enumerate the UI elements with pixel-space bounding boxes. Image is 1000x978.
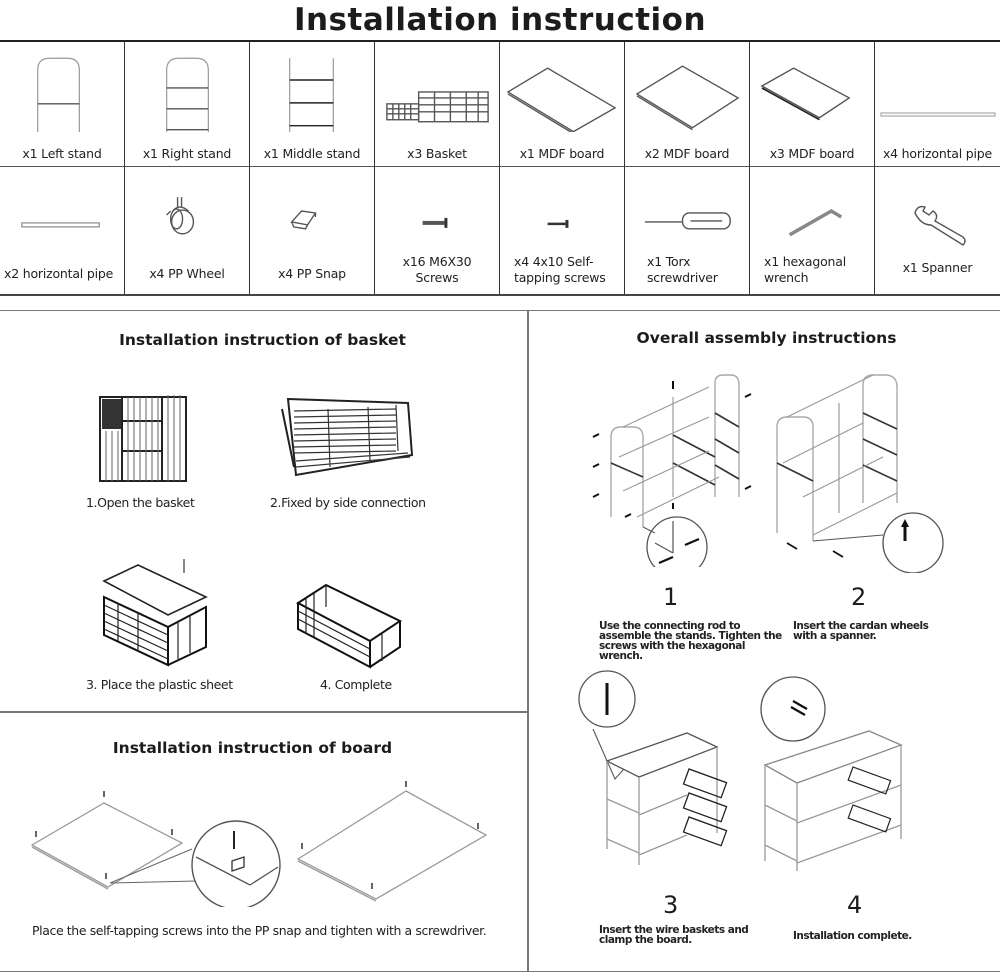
snap-icon — [290, 210, 317, 230]
self-tapping-screw-icon — [547, 219, 569, 228]
basket-step-4-caption: 4. Complete — [320, 677, 392, 692]
part-item: x1 Left stand — [0, 42, 125, 167]
part-label: x1 Left stand — [22, 146, 102, 161]
overall-step-2-text: Insert the cardan wheels with a spanner. — [793, 620, 929, 642]
overall-step-2-number: 2 — [851, 583, 867, 611]
part-item: x1 MDF board — [500, 42, 625, 167]
part-item: x2 MDF board — [625, 42, 750, 167]
part-label: x1 Middle stand — [263, 146, 361, 161]
completed-basket-illustration — [296, 583, 403, 669]
board-instructions-panel: Installation instruction of board Place … — [0, 712, 528, 972]
basket-step-2-caption: 2.Fixed by side connection — [270, 495, 426, 510]
right-stand-icon — [166, 57, 209, 132]
parts-list: x1 Left stand x1 Right stand x1 Middle s… — [0, 40, 1000, 296]
overall-step-1-text: Use the connecting rod to assemble the s… — [599, 620, 782, 662]
part-label: x2 horizontal pipe — [4, 266, 114, 281]
horizontal-pipe-icon — [880, 112, 996, 117]
wheel-icon — [166, 197, 195, 235]
overall-section-title: Overall assembly instructions — [636, 329, 897, 347]
part-item: x4 PP Wheel — [125, 167, 250, 294]
overall-step-1-number: 1 — [663, 583, 679, 611]
board-with-snaps-illustration — [30, 791, 281, 907]
overall-step-3-number: 3 — [663, 891, 679, 919]
assemble-stands-illustration — [592, 374, 752, 567]
part-label: x4 4x10 Self-tapping screws — [514, 254, 606, 285]
insert-wheels-illustration — [776, 374, 944, 573]
part-label: x1 Right stand — [142, 146, 232, 161]
horizontal-pipe-icon — [21, 222, 100, 228]
part-item: x2 horizontal pipe — [0, 167, 125, 294]
overall-step-4-number: 4 — [847, 891, 863, 919]
part-label: x3 MDF board — [769, 146, 855, 161]
overall-step-4-text: Installation complete. — [793, 930, 912, 942]
mdf-board-icon — [760, 67, 851, 121]
part-label: x1 Torx screwdriver — [647, 254, 718, 285]
part-item: x4 PP Snap — [250, 167, 375, 294]
part-item: x16 M6X30 Screws — [375, 167, 500, 294]
part-item: x4 4x10 Self-tapping screws — [500, 167, 625, 294]
part-label: x1 hexagonal wrench — [764, 254, 847, 285]
basket-icon — [386, 91, 489, 123]
basket-step-1-caption: 1.Open the basket — [86, 495, 195, 510]
board-caption: Place the self-tapping screws into the P… — [32, 923, 487, 938]
part-item: x1 Middle stand — [250, 42, 375, 167]
part-item: x3 Basket — [375, 42, 500, 167]
part-item: x1 hexagonal wrench — [750, 167, 875, 294]
basket-section-title: Installation instruction of basket — [119, 331, 406, 349]
part-item: x3 MDF board — [750, 42, 875, 167]
part-item: x1 Torx screwdriver — [625, 167, 750, 294]
insert-baskets-illustration — [578, 670, 728, 865]
part-label: x1 MDF board — [519, 146, 605, 161]
side-connection-illustration — [281, 397, 414, 477]
part-item: x1 Right stand — [125, 42, 250, 167]
part-label: x2 MDF board — [644, 146, 730, 161]
overall-step-3-text: Insert the wire baskets and clamp the bo… — [599, 924, 749, 946]
mdf-board-icon — [635, 65, 740, 131]
left-stand-icon — [37, 57, 80, 132]
place-plastic-sheet-illustration — [102, 559, 208, 667]
overall-assembly-panel: Overall assembly instructions 1 Use the … — [528, 310, 1000, 972]
basket-instructions-panel: Installation instruction of basket 1.Ope… — [0, 310, 528, 712]
mdf-board-icon — [506, 67, 617, 132]
part-label: x1 Spanner — [902, 260, 973, 275]
part-label: x4 PP Snap — [278, 266, 346, 281]
open-basket-illustration — [99, 395, 187, 482]
middle-stand-icon — [289, 58, 334, 132]
hex-wrench-icon — [788, 208, 843, 237]
basket-step-3-caption: 3. Place the plastic sheet — [86, 677, 233, 692]
part-label: x4 PP Wheel — [149, 266, 225, 281]
screw-icon — [422, 217, 448, 228]
installation-complete-illustration — [760, 676, 903, 871]
part-label: x16 M6X30 Screws — [402, 254, 472, 285]
board-section-title: Installation instruction of board — [112, 739, 393, 757]
board-assembled-illustration — [296, 781, 488, 902]
screwdriver-icon — [644, 212, 731, 230]
spanner-icon — [914, 205, 966, 246]
part-label: x4 horizontal pipe — [882, 146, 993, 161]
page-title: Installation instruction — [293, 2, 707, 38]
part-item: x4 horizontal pipe — [875, 42, 1000, 167]
part-item: x1 Spanner — [875, 167, 1000, 294]
part-label: x3 Basket — [407, 146, 467, 161]
